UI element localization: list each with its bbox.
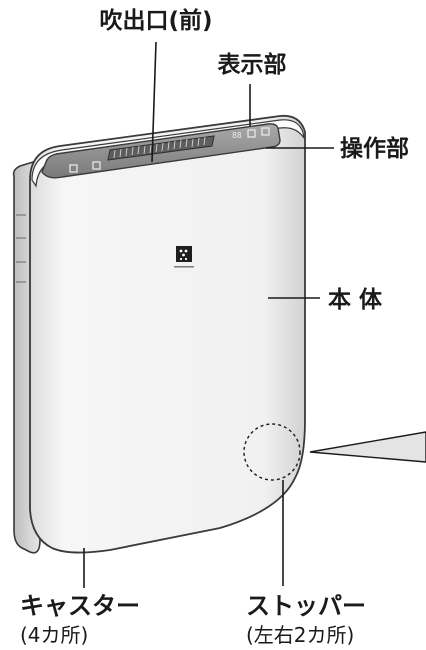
display-digits-icon: 88	[232, 131, 242, 140]
outlet-grille	[107, 135, 215, 161]
panel-button	[247, 129, 256, 138]
caster-label: キャスター	[20, 592, 140, 620]
outlet-label: 吹出口(前)	[99, 7, 212, 34]
stopper-label: ストッパー	[246, 592, 366, 620]
stopper-note: (左右2カ所)	[246, 623, 354, 647]
top-panel: 88	[41, 123, 281, 179]
caster-note: (4カ所)	[20, 623, 88, 647]
stopper-highlight	[243, 423, 301, 481]
zoom-wedge	[309, 431, 426, 463]
panel-button	[261, 127, 270, 136]
display-label: 表示部	[218, 51, 287, 78]
main-body	[29, 114, 306, 554]
panel-button	[92, 161, 101, 170]
body-label: 本 体	[328, 287, 383, 313]
controls-label: 操作部	[340, 135, 409, 162]
sharp-logo-icon	[174, 246, 194, 268]
panel-button	[69, 164, 78, 173]
leader-outlet	[151, 41, 157, 163]
